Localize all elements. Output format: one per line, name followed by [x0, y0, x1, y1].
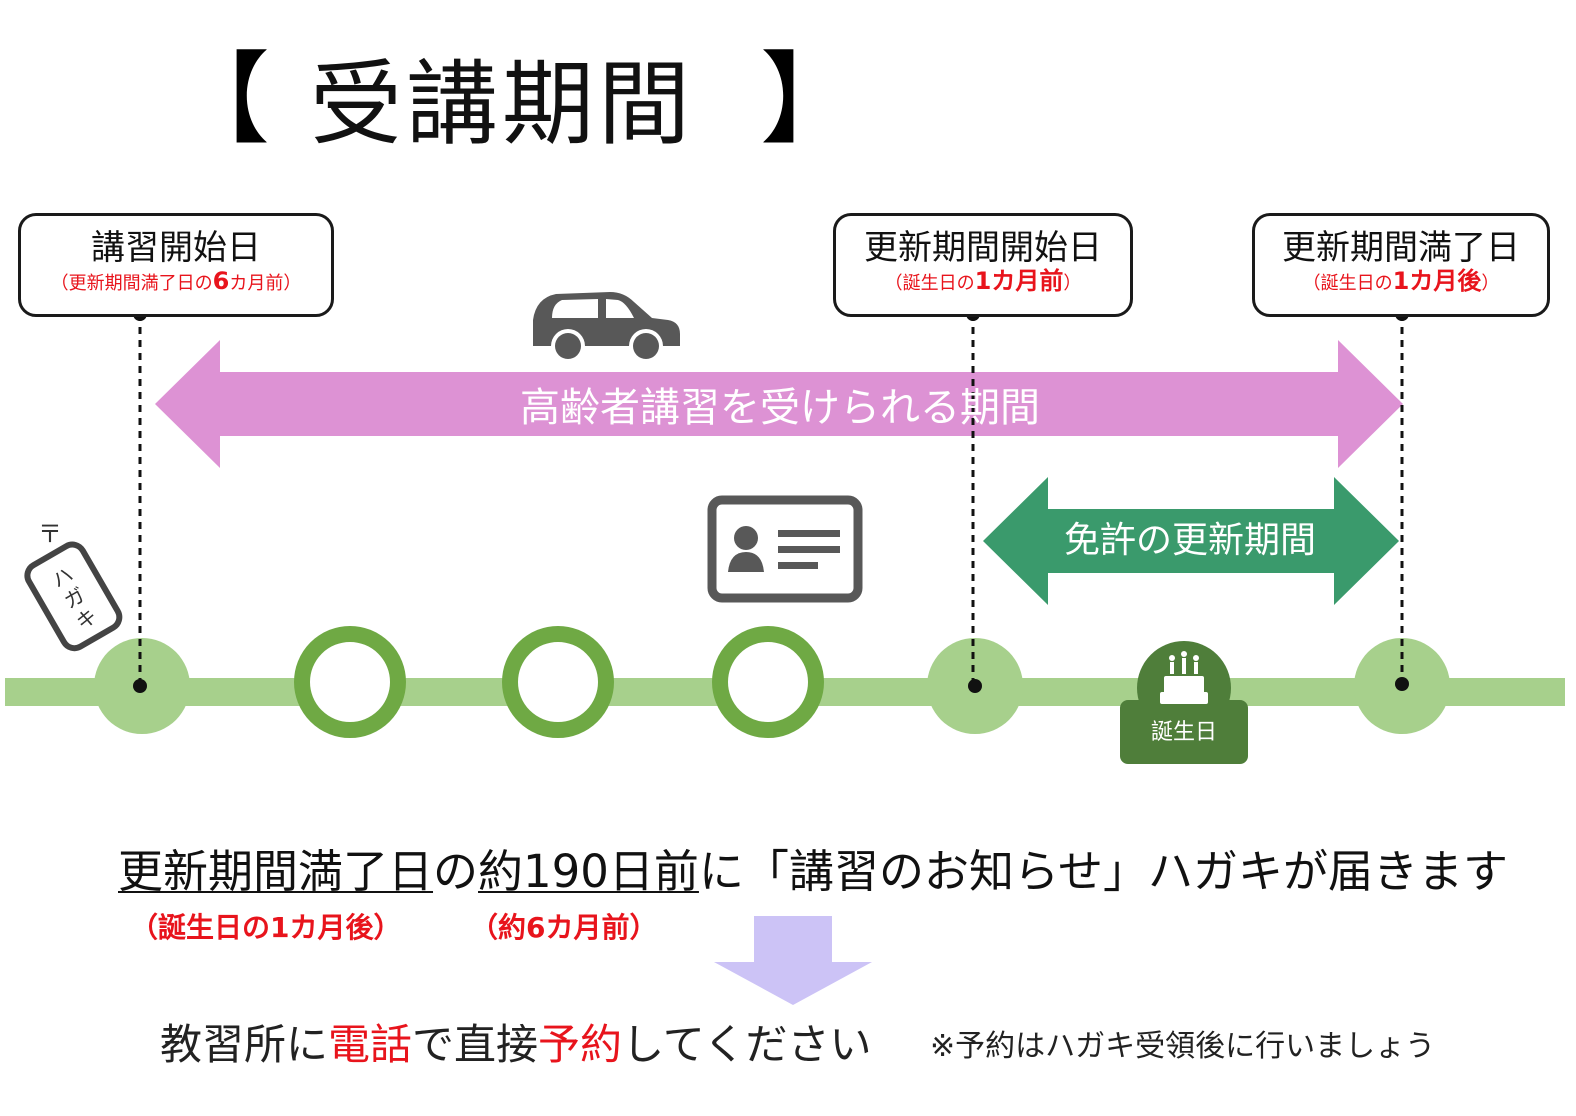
callout-lecture-start-sub-b: 6	[212, 267, 230, 295]
lecture-period-label: 高齢者講習を受けられる期間	[520, 385, 1040, 431]
down-arrow-icon	[714, 916, 872, 1005]
title-bracket-left: 【	[170, 41, 270, 158]
action-part-2: 電話	[328, 1020, 413, 1069]
notice-part-2: の	[433, 845, 479, 898]
dot-renew-end-bottom	[1395, 677, 1409, 691]
car-icon	[533, 292, 680, 363]
postal-mark-icon: 〒	[38, 520, 62, 548]
callout-lecture-start-sub-c: カ月前）	[229, 273, 302, 294]
callout-renewal-end-sub-c: ）	[1481, 273, 1500, 294]
callout-renewal-end-sub-a: （誕生日の	[1302, 273, 1393, 294]
birthday-badge	[1120, 641, 1248, 764]
action-part-1: 教習所に	[160, 1020, 329, 1069]
callout-lecture-start: 講習開始日 （更新期間満了日の6カ月前）	[18, 213, 334, 317]
dot-renew-start-bottom	[968, 679, 982, 693]
notice-note-birthday: （誕生日の1カ月後）	[130, 911, 402, 944]
renewal-period-label: 免許の更新期間	[1063, 520, 1316, 561]
callout-renewal-start: 更新期間開始日 （誕生日の1カ月前）	[833, 213, 1133, 317]
cake-icon	[1160, 651, 1208, 704]
callout-renewal-start-sub-b: 1カ月前	[974, 267, 1064, 295]
callout-renewal-start-sub-a: （誕生日の	[884, 273, 975, 294]
action-part-4: 予約	[538, 1020, 623, 1069]
action-part-5: してください	[622, 1020, 872, 1069]
birthday-label: 誕生日	[1150, 720, 1217, 745]
renewal-period-arrow	[983, 477, 1399, 605]
callout-renewal-start-sub-c: ）	[1063, 273, 1082, 294]
page-title: 受講期間	[310, 51, 695, 158]
postcard-notice: 更新期間満了日の約190日前に「講習のお知らせ」ハガキが届きます	[118, 842, 1508, 902]
callout-lecture-start-sub-a: （更新期間満了日の	[50, 273, 213, 294]
callout-lecture-start-sub: （更新期間満了日の6カ月前）	[21, 268, 331, 297]
notice-part-4: に「講習のお知らせ」ハガキが届きます	[698, 845, 1509, 898]
callout-renewal-start-sub: （誕生日の1カ月前）	[836, 268, 1130, 297]
title-bracket-right: 】	[760, 41, 860, 158]
callout-renewal-end: 更新期間満了日 （誕生日の1カ月後）	[1252, 213, 1550, 317]
reservation-instruction: 教習所に電話で直接予約してください	[160, 1016, 872, 1074]
notice-note-months: （約6カ月前）	[470, 911, 658, 944]
notice-part-3: 約190日前	[478, 845, 699, 898]
callout-lecture-start-title: 講習開始日	[91, 228, 261, 268]
timeline-ring-2	[502, 626, 614, 738]
timeline-ring-3	[712, 626, 824, 738]
license-card-icon	[707, 495, 863, 603]
postcard-icon: 〒 ハ ガ キ	[24, 520, 123, 652]
timeline-ring-1	[294, 626, 406, 738]
callout-renewal-end-sub-b: 1カ月後	[1392, 267, 1482, 295]
dot-start-bottom	[133, 679, 147, 693]
reservation-note: ※予約はハガキ受領後に行いましょう	[930, 1029, 1436, 1064]
callout-renewal-end-sub: （誕生日の1カ月後）	[1255, 268, 1547, 297]
action-part-3: で直接	[412, 1020, 539, 1069]
notice-part-1: 更新期間満了日	[118, 845, 434, 898]
callout-renewal-start-title: 更新期間開始日	[864, 228, 1102, 268]
callout-renewal-end-title: 更新期間満了日	[1282, 228, 1520, 268]
lecture-period-arrow	[155, 340, 1403, 468]
